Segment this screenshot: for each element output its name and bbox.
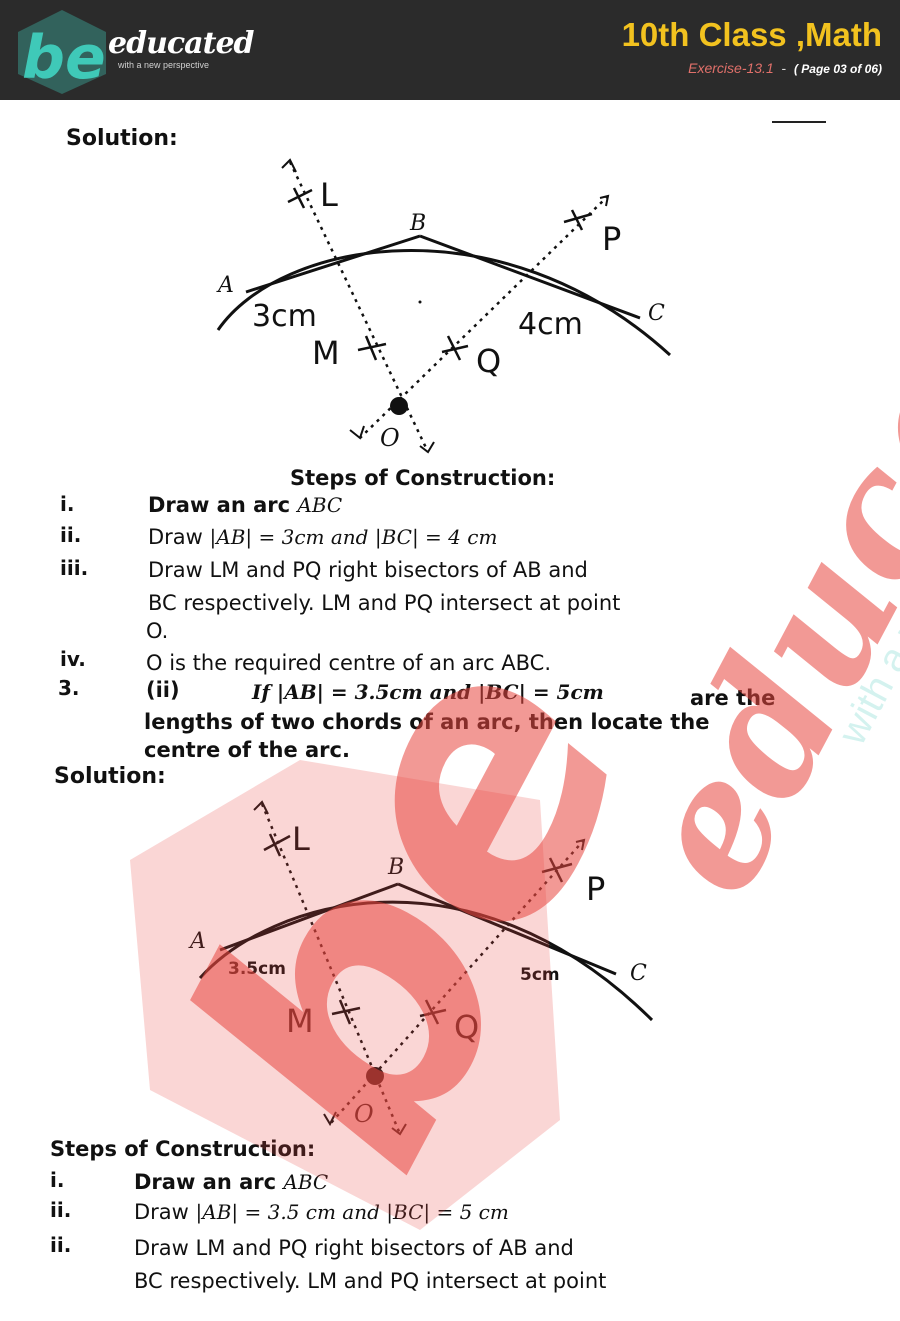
question-number: 3. bbox=[58, 676, 80, 700]
page-title: 10th Class ,Math bbox=[621, 16, 882, 53]
step-math: |AB| = 3cm and |BC| = 4 cm bbox=[209, 525, 498, 549]
page-subtitle: Exercise-13.1 - ( Page 03 of 06) bbox=[688, 60, 882, 76]
label-c: C bbox=[630, 961, 647, 986]
step-text: Draw bbox=[148, 525, 210, 549]
mark-l-icon bbox=[287, 187, 313, 209]
exercise-label: Exercise-13.1 bbox=[688, 60, 774, 76]
chord-bc bbox=[419, 234, 641, 320]
logo-mark-icon: be bbox=[18, 10, 106, 94]
step-number: i. bbox=[50, 1168, 65, 1192]
step-number: iii. bbox=[60, 556, 89, 580]
step-number: iv. bbox=[60, 647, 86, 671]
chord-ab bbox=[245, 234, 421, 294]
mark-p-icon bbox=[563, 209, 593, 231]
label-b: B bbox=[409, 211, 426, 236]
question-math: If |AB| = 3.5cm and |BC| = 5cm bbox=[252, 680, 604, 704]
step-text: Draw LM and PQ right bisectors of AB and bbox=[134, 1236, 574, 1260]
step-math: |AB| = 3.5 cm and |BC| = 5 cm bbox=[195, 1200, 509, 1224]
label-m: M bbox=[286, 1002, 314, 1040]
label-p: P bbox=[586, 870, 605, 908]
step-number: ii. bbox=[60, 523, 82, 547]
step-text: Draw an arc ABC bbox=[148, 493, 342, 517]
label-c: C bbox=[648, 301, 665, 326]
label-o: O bbox=[354, 1100, 374, 1128]
svg-text:be: be bbox=[22, 23, 106, 93]
step-text: BC respectively. LM and PQ intersect at … bbox=[134, 1269, 607, 1293]
arrowheads bbox=[253, 800, 586, 1136]
subtitle-separator: - bbox=[781, 60, 787, 76]
step-text: Draw LM and PQ right bisectors of AB and bbox=[148, 558, 588, 582]
arrowheads bbox=[281, 158, 610, 454]
chord-bc bbox=[397, 882, 617, 976]
step-text: BC respectively. LM and PQ intersect at … bbox=[148, 591, 621, 615]
logo-tagline: with a new perspective bbox=[118, 60, 210, 70]
mark-p-icon bbox=[541, 857, 573, 883]
construction-diagram-2: L P A B C M Q O 3.5cm 5cm bbox=[188, 800, 654, 1136]
step-number: i. bbox=[60, 492, 75, 516]
question-text: centre of the arc. bbox=[144, 738, 350, 762]
step-text: Draw an arc bbox=[134, 1170, 284, 1194]
label-b: B bbox=[387, 855, 404, 880]
label-p: P bbox=[602, 220, 621, 258]
question-text: lengths of two chords of an arc, then lo… bbox=[144, 710, 710, 734]
step-text: Draw an arc bbox=[148, 493, 298, 517]
mark-m-icon bbox=[331, 999, 361, 1025]
label-a: A bbox=[188, 929, 206, 954]
length-bc: 4cm bbox=[518, 307, 583, 342]
step-math: ABC bbox=[283, 1170, 329, 1194]
step-text: Draw |AB| = 3.5 cm and |BC| = 5 cm bbox=[134, 1200, 509, 1224]
step-number: ii. bbox=[50, 1198, 72, 1222]
solution-label-2: Solution: bbox=[54, 764, 166, 789]
page-header: be educated with a new perspective 10th … bbox=[0, 0, 900, 100]
label-l: L bbox=[320, 176, 338, 214]
bisector-lm bbox=[288, 161, 430, 453]
page-indicator: ( Page 03 of 06) bbox=[793, 62, 882, 76]
logo-wordmark: educated bbox=[108, 26, 255, 61]
construction-diagram-1: L P A B C M Q O 3cm 4cm bbox=[216, 158, 672, 454]
solution-label-1: Solution: bbox=[66, 126, 178, 151]
watermark-tagline: with a new perspective bbox=[830, 374, 900, 753]
mark-l-icon bbox=[263, 833, 291, 857]
step-text: O. bbox=[146, 619, 169, 643]
step-text: O is the required centre of an arc ABC. bbox=[146, 651, 552, 675]
step-text: Draw bbox=[134, 1200, 196, 1224]
mark-q-icon bbox=[441, 335, 469, 361]
label-o: O bbox=[380, 424, 400, 452]
brand-logo[interactable]: be educated with a new perspective bbox=[12, 8, 255, 96]
mark-m-icon bbox=[357, 335, 387, 361]
step-math: ABC bbox=[297, 493, 343, 517]
label-q: Q bbox=[476, 342, 501, 380]
question-text: are the bbox=[690, 686, 776, 710]
label-l: L bbox=[292, 820, 310, 858]
centre-point-o bbox=[390, 397, 408, 415]
question-part: (ii) bbox=[146, 678, 180, 702]
steps-heading-1: Steps of Construction: bbox=[290, 466, 556, 490]
label-m: M bbox=[312, 334, 340, 372]
label-q: Q bbox=[454, 1008, 479, 1046]
length-bc: 5cm bbox=[520, 965, 560, 985]
length-ab: 3.5cm bbox=[228, 959, 286, 979]
centre-point-o bbox=[366, 1067, 384, 1085]
step-text: Draw |AB| = 3cm and |BC| = 4 cm bbox=[148, 525, 497, 549]
mark-q-icon bbox=[419, 999, 447, 1025]
divider-line bbox=[772, 121, 826, 123]
label-a: A bbox=[216, 273, 234, 298]
step-number: ii. bbox=[50, 1233, 72, 1257]
step-text: Draw an arc ABC bbox=[134, 1170, 328, 1194]
steps-heading-2: Steps of Construction: bbox=[50, 1137, 316, 1161]
length-ab: 3cm bbox=[252, 299, 317, 334]
